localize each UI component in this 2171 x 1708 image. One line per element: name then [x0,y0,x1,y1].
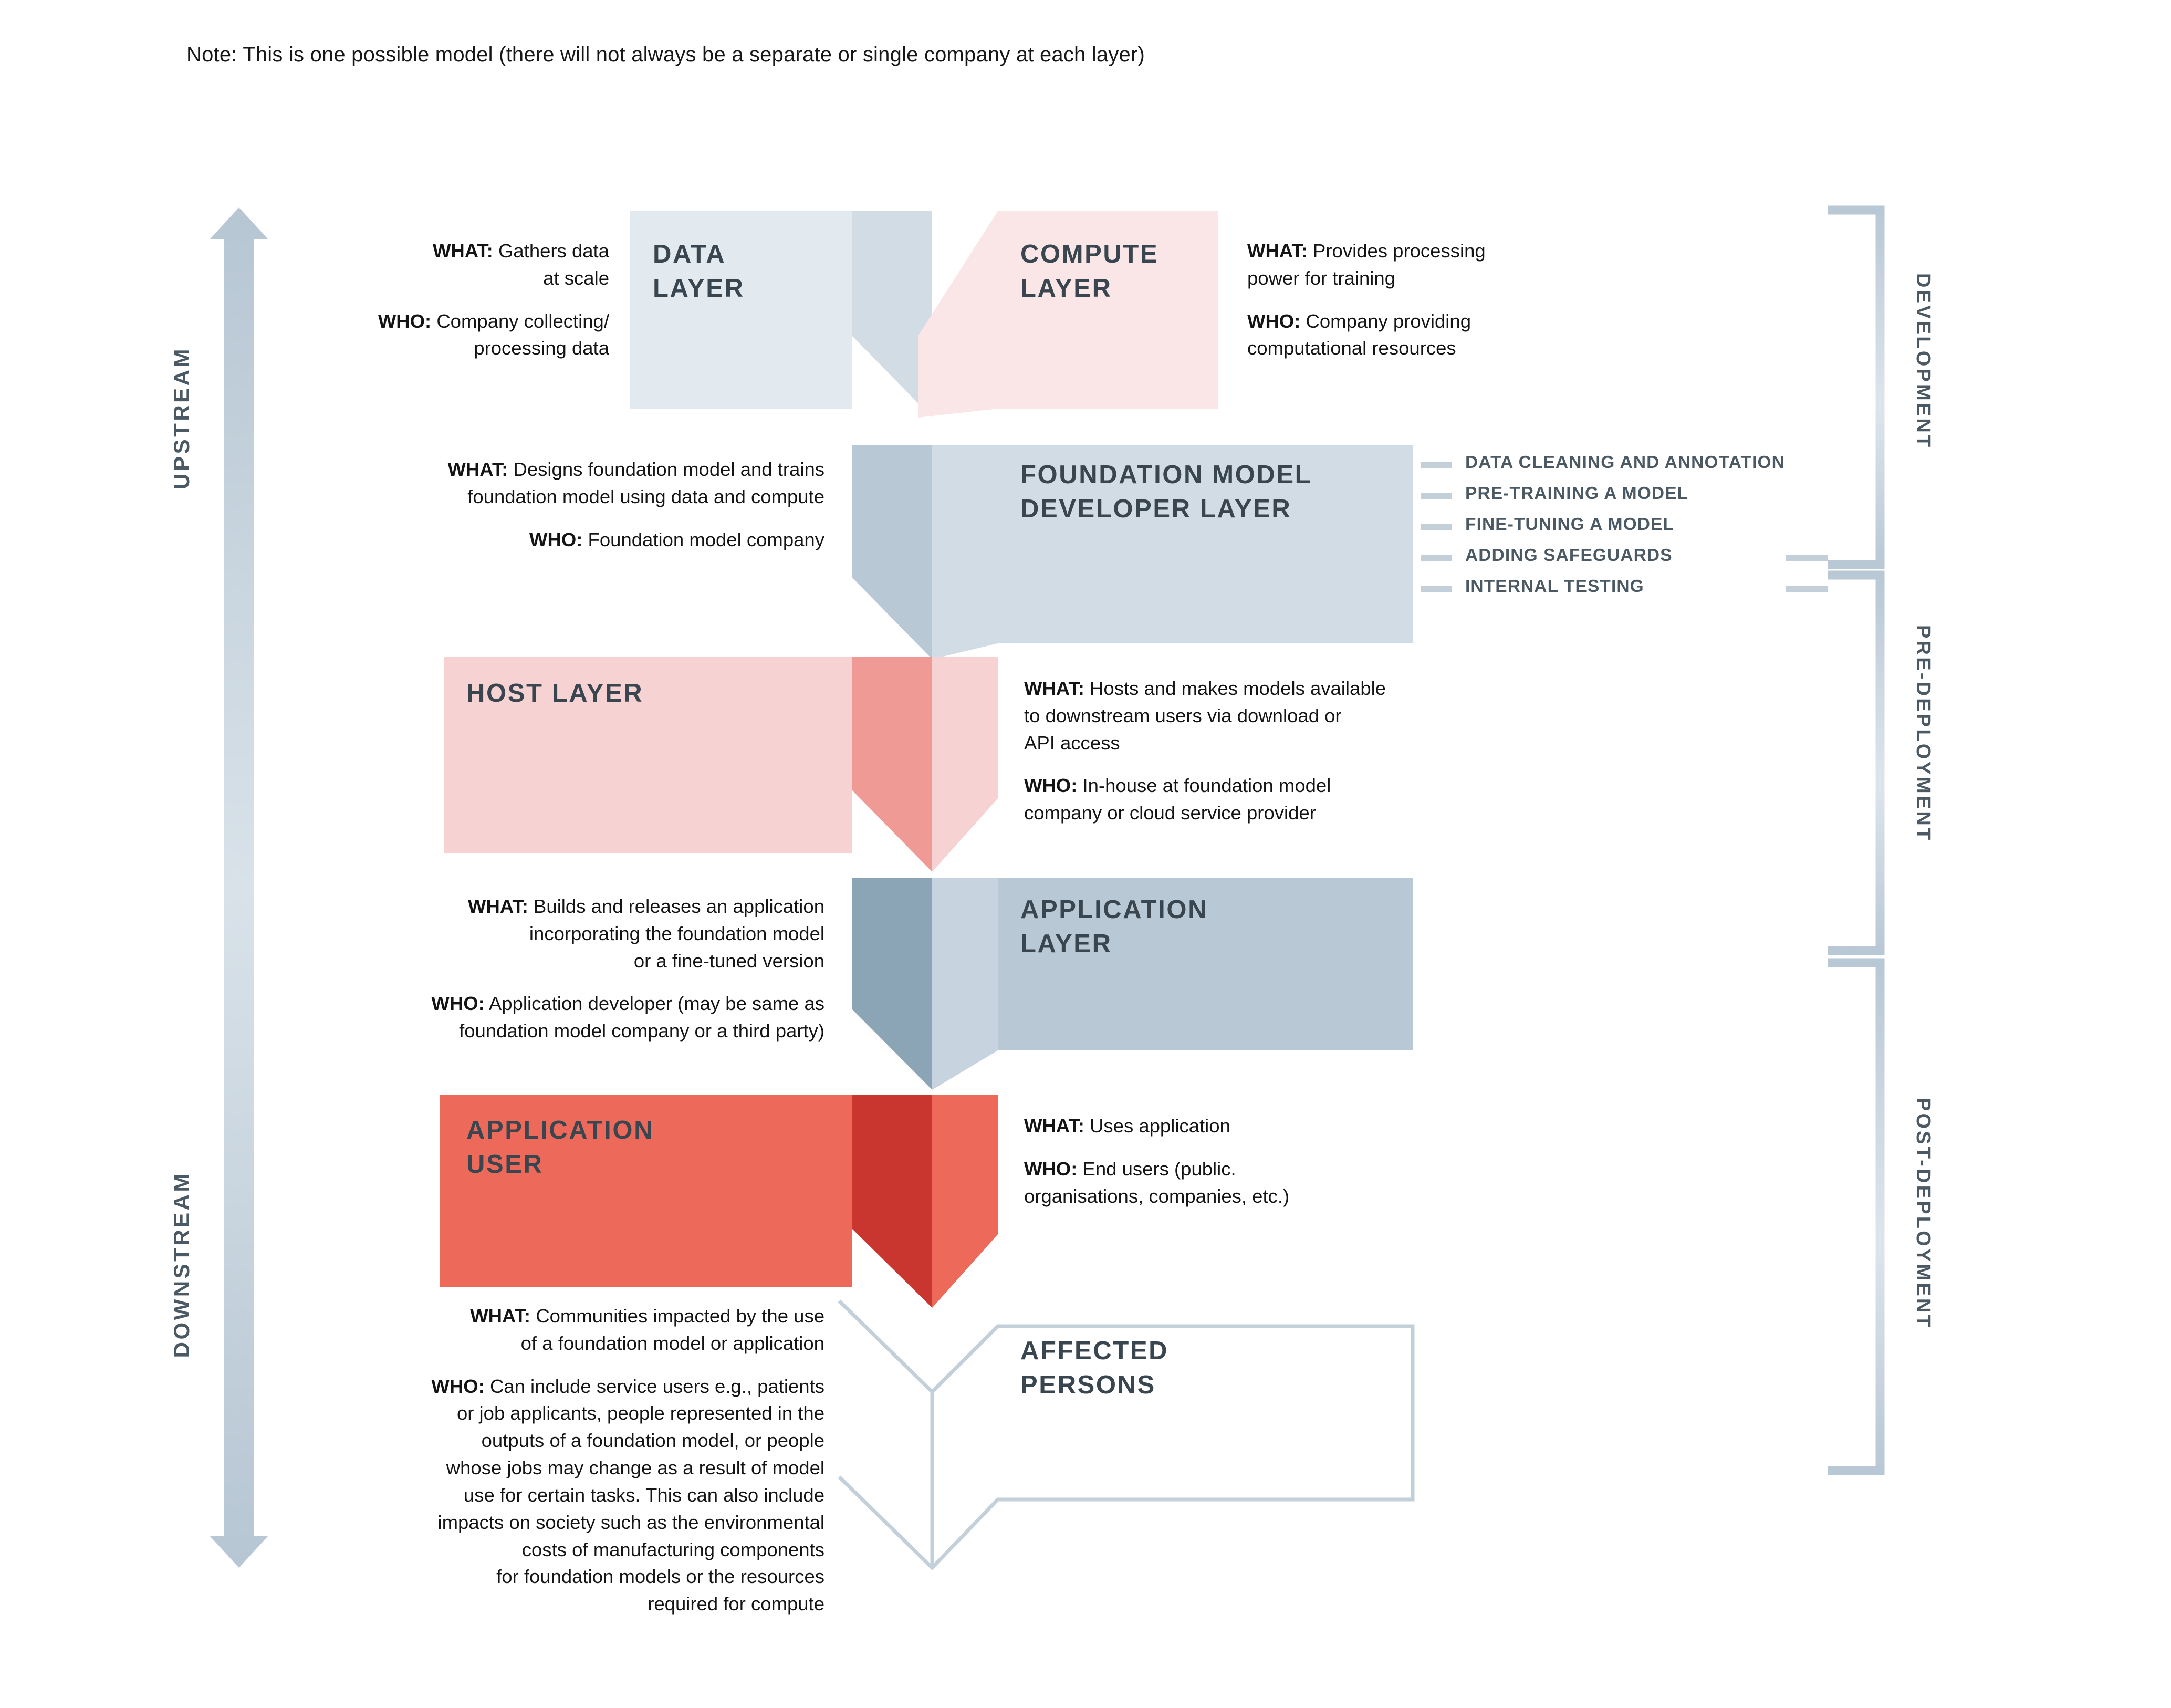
who-label: WHO: [529,528,583,550]
what-text: Uses application [1090,1115,1230,1137]
what-label: WHAT: [470,1305,531,1327]
phase-label-development: DEVELOPMENT [1912,273,1934,450]
compute-layer-title: COMPUTE LAYER [1020,240,1159,303]
who-text: Application developer (may be same as [488,993,824,1015]
who-text: Company collecting/ [436,310,609,332]
process-item-data-cleaning: DATA CLEANING AND ANNOTATION [1465,453,1785,472]
downstream-label: DOWNSTREAM [169,1171,194,1358]
host-layer-description: WHAT: Hosts and makes models available t… [1024,675,1486,827]
application-user-title: APPLICATION USER [466,1116,654,1179]
what-label: WHAT: [1024,678,1084,699]
application-layer-title: APPLICATION LAYER [1020,895,1208,958]
who-label: WHO: [1024,775,1078,797]
what-text-cont: of a foundation model or application [520,1332,824,1354]
affected-persons-title: AFFECTED PERSONS [1020,1337,1169,1399]
who-text-cont: foundation model company or a third part… [459,1020,824,1042]
who-text-cont: organisations, companies, etc.) [1024,1185,1290,1207]
process-dash-group [1421,462,1828,592]
what-text: Builds and releases an application [534,895,824,917]
who-text-2: outputs of a foundation model, or people [481,1430,824,1452]
what-text-cont: foundation model using data and compute [467,485,824,507]
process-item-pre-training: PRE-TRAINING A MODEL [1465,484,1689,503]
who-text-8: required for compute [648,1593,824,1615]
application-layer-description: WHAT: Builds and releases an application… [315,893,824,1045]
phase-label-post-deployment: POST-DEPLOYMENT [1912,1098,1934,1329]
what-text-cont: power for training [1247,267,1396,289]
data-layer-title: DATA LAYER [653,240,745,303]
what-label: WHAT: [1024,1115,1084,1137]
who-text: End users (public. [1082,1158,1236,1180]
note-text: Note: This is one possible model (there … [186,43,1145,66]
who-text-6: costs of manufacturing components [521,1538,824,1560]
who-text: Company providing [1306,310,1471,332]
who-label: WHO: [1247,310,1301,332]
process-item-adding-safeguards: ADDING SAFEGUARDS [1465,546,1673,565]
phase-label-pre-deployment: PRE-DEPLOYMENT [1912,625,1934,842]
what-label: WHAT: [432,240,493,262]
upstream-downstream-arrow [210,207,268,1568]
what-label: WHAT: [468,895,528,917]
who-text-4: use for certain tasks. This can also inc… [463,1484,824,1506]
what-label: WHAT: [447,459,508,480]
who-text-cont: computational resources [1247,337,1456,359]
who-text: Foundation model company [588,528,824,550]
who-text: In-house at foundation model [1082,775,1331,797]
what-text-cont-1: to downstream users via download or [1024,704,1342,726]
what-text: Hosts and makes models available [1090,678,1386,699]
application-user-description: WHAT: Uses application WHO: End users (p… [1024,1112,1486,1210]
what-label: WHAT: [1247,240,1308,262]
compute-layer-shape [918,211,1218,418]
compute-layer-description: WHAT: Provides processing power for trai… [1247,237,1720,362]
who-text-0: Can include service users e.g., patients [489,1375,824,1397]
host-layer-title: HOST LAYER [466,679,644,707]
process-item-internal-testing: INTERNAL TESTING [1465,577,1644,596]
foundation-model-developer-layer-description: WHAT: Designs foundation model and train… [294,456,824,553]
process-item-fine-tuning: FINE-TUNING A MODEL [1465,515,1675,534]
what-text-cont-1: incorporating the foundation model [529,922,824,944]
affected-persons-description: WHAT: Communities impacted by the use of… [315,1303,824,1618]
who-text-cont: processing data [474,337,609,359]
who-label: WHO: [431,1375,485,1397]
who-label: WHO: [431,993,485,1015]
data-layer-description: WHAT: Gathers data at scale WHO: Company… [210,237,609,362]
upstream-label: UPSTREAM [169,347,194,490]
what-text-cont-2: or a fine-tuned version [633,950,824,972]
affected-persons-shape [838,1299,1415,1570]
phase-bracket-development [1828,205,1885,569]
who-text-5: impacts on society such as the environme… [437,1511,824,1533]
what-text: Gathers data [498,240,609,262]
who-text-7: for foundation models or the resources [496,1566,824,1588]
phase-bracket-pre-deployment [1828,570,1885,955]
what-text-cont-2: API access [1024,732,1120,754]
who-label: WHO: [1024,1158,1078,1180]
what-text-cont: at scale [543,267,609,289]
phase-bracket-post-deployment [1828,958,1885,1475]
what-text: Provides processing [1313,240,1486,262]
application-layer-shape [852,878,1413,1090]
host-layer-shape [444,657,998,872]
who-text-cont: company or cloud service provider [1024,802,1316,824]
who-text-3: whose jobs may change as a result of mod… [446,1457,824,1479]
foundation-model-developer-layer-shape [852,445,1413,659]
data-layer-shape [630,211,932,418]
what-text: Communities impacted by the use [536,1305,824,1327]
who-text-1: or job applicants, people represented in… [456,1402,824,1424]
who-label: WHO: [378,310,432,332]
application-user-shape [440,1095,998,1308]
foundation-model-developer-layer-title: FOUNDATION MODEL DEVELOPER LAYER [1020,461,1312,523]
what-text: Designs foundation model and trains [513,459,824,480]
